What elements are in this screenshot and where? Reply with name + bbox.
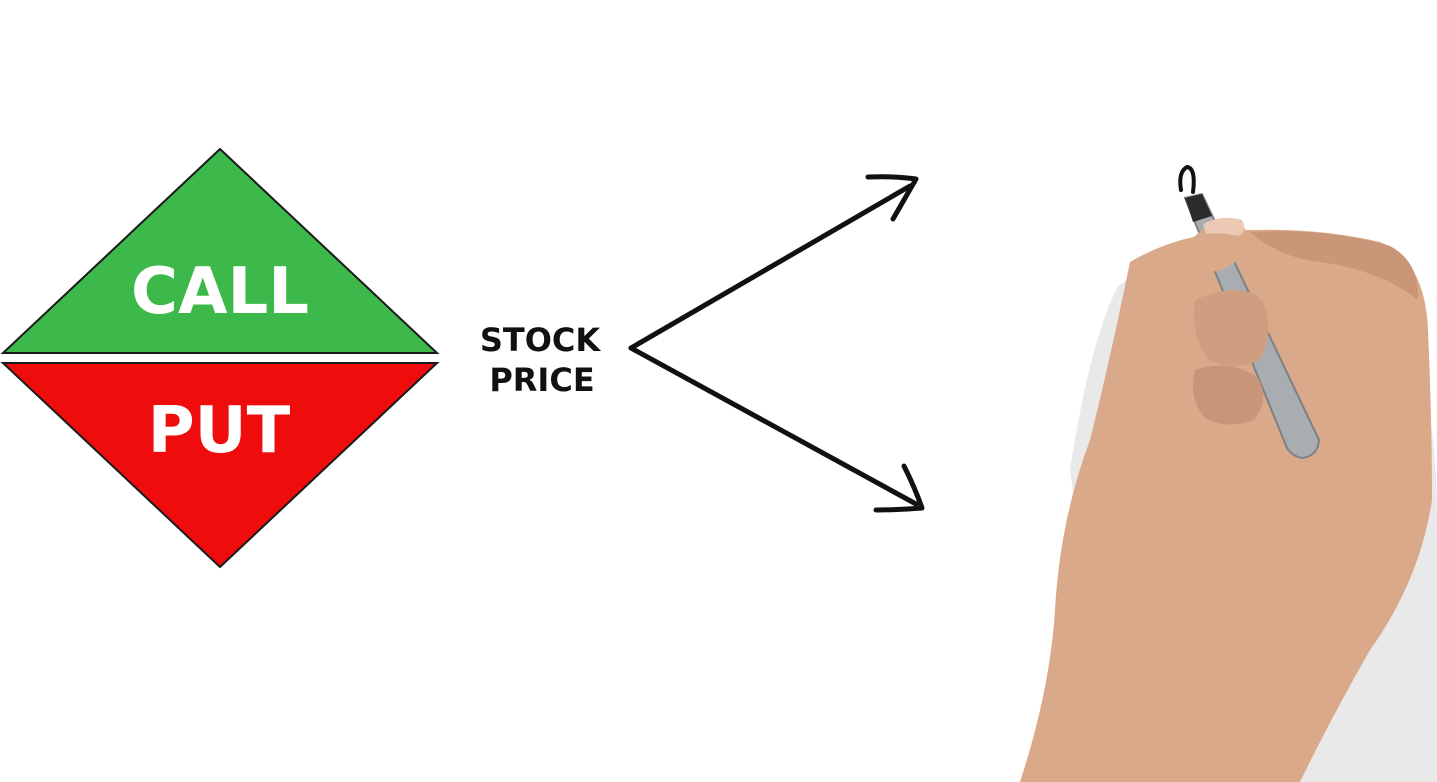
call-triangle <box>0 147 440 354</box>
hand-holding-marker-icon <box>1020 164 1437 782</box>
call-put-diamond: CALL PUT <box>0 147 440 569</box>
call-label: CALL <box>131 255 309 329</box>
put-label: PUT <box>148 394 291 468</box>
stock-price-line-1: STOCK <box>480 321 602 359</box>
stock-price-label: STOCK PRICE <box>480 321 602 399</box>
put-triangle <box>0 362 440 569</box>
arrow-up-right-icon <box>628 174 919 351</box>
arrow-down-right-icon <box>628 345 925 513</box>
stock-price-line-2: PRICE <box>489 361 594 399</box>
